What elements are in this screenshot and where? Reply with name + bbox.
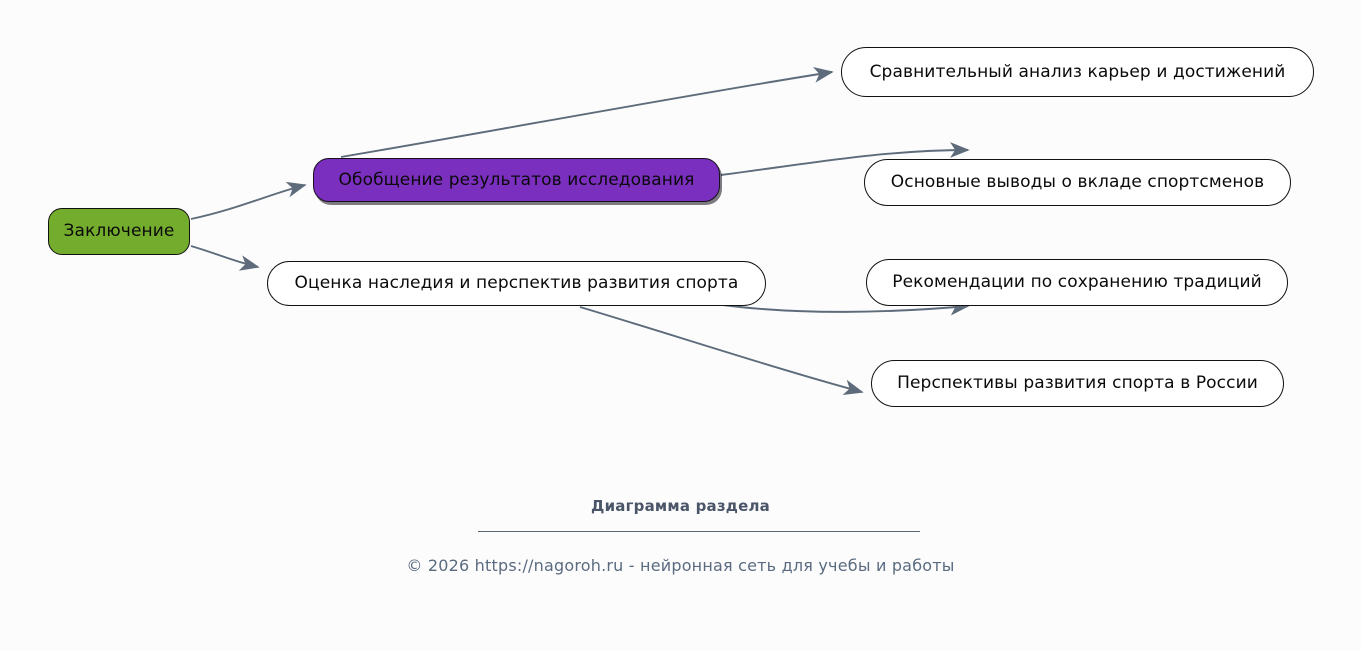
- edge-branch-2-to-leaf-4: [579, 306, 864, 395]
- edge-branch-2-to-leaf-3: [722, 299, 970, 316]
- node-leaf-2-label: Основные выводы о вкладе спортсменов: [890, 172, 1265, 192]
- node-branch-1-label: Обобщение результатов исследования: [338, 169, 695, 190]
- node-leaf-4-label: Перспективы развития спорта в России: [897, 373, 1258, 393]
- edge-branch-1-to-leaf-1: [340, 67, 834, 158]
- node-root[interactable]: Заключение: [48, 208, 190, 255]
- node-leaf-3[interactable]: Рекомендации по сохранению традиций: [866, 259, 1288, 306]
- node-branch-2[interactable]: Оценка наследия и перспектив развития сп…: [267, 261, 766, 306]
- edge-root-to-branch-2: [190, 245, 260, 271]
- footer-copyright: © 2026 https://nagoroh.ru - нейронная се…: [406, 556, 955, 575]
- footer-title: Диаграмма раздела: [591, 497, 770, 515]
- edge-root-to-branch-1: [190, 181, 307, 220]
- node-branch-1[interactable]: Обобщение результатов исследования: [313, 158, 720, 202]
- node-leaf-2[interactable]: Основные выводы о вкладе спортсменов: [864, 159, 1291, 206]
- node-leaf-1-label: Сравнительный анализ карьер и достижений: [869, 61, 1286, 82]
- node-leaf-3-label: Рекомендации по сохранению традиций: [892, 272, 1262, 292]
- node-branch-2-label: Оценка наследия и перспектив развития сп…: [294, 273, 739, 293]
- node-leaf-1[interactable]: Сравнительный анализ карьер и достижений: [841, 47, 1314, 97]
- node-root-label: Заключение: [63, 221, 175, 241]
- footer-divider: [478, 531, 920, 532]
- node-leaf-4[interactable]: Перспективы развития спорта в России: [871, 360, 1284, 407]
